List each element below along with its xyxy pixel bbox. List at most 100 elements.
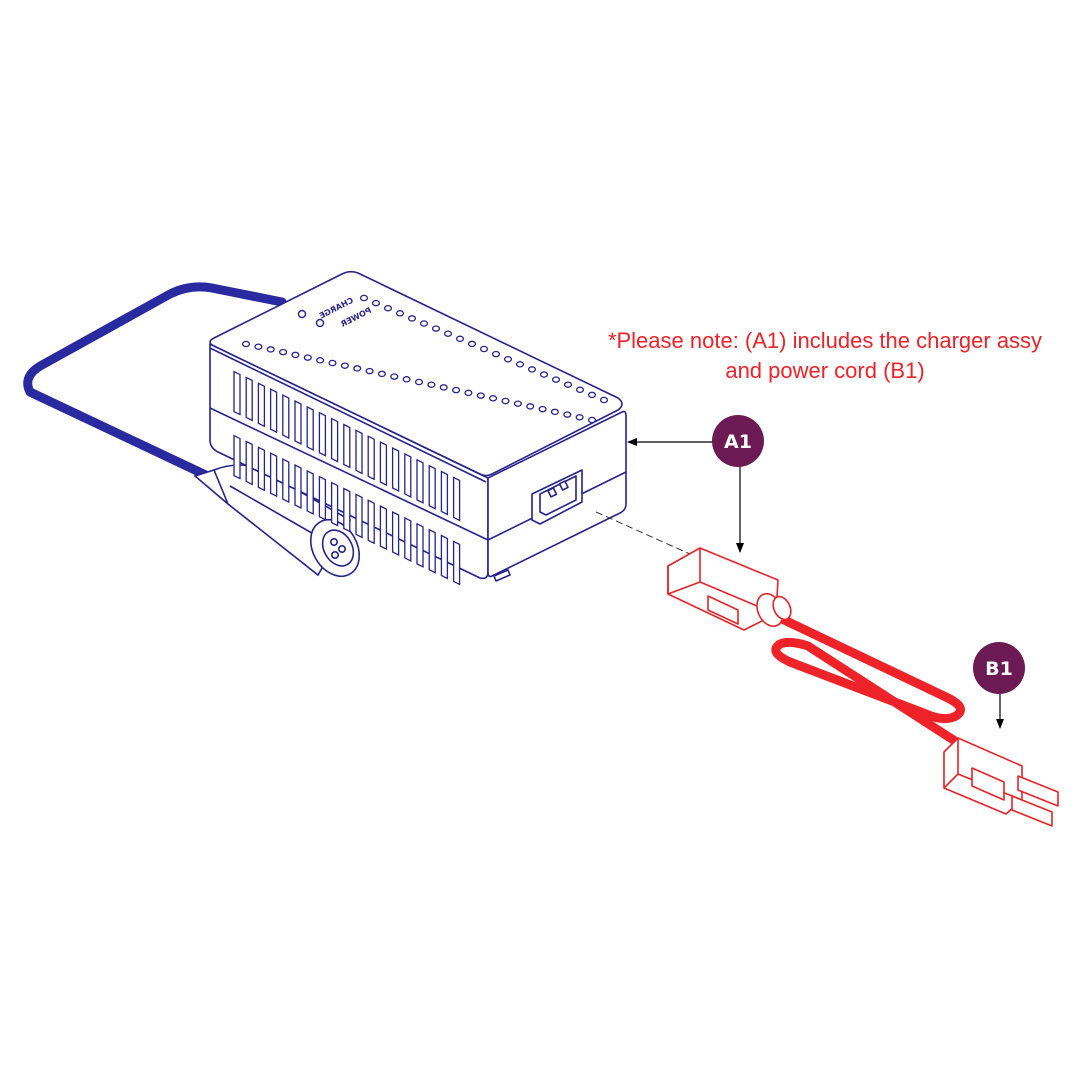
side-vent-slots [233,370,461,586]
vent-dot [365,367,374,375]
vent-slot [367,435,375,481]
vent-dot [575,386,585,394]
vent-slot [282,458,290,504]
vent-slot [428,464,436,510]
vent-dot [551,376,561,383]
note-line-1: *Please note: (A1) includes the charger … [607,328,1043,353]
vent-dot [241,340,251,348]
vent-dot [526,403,535,410]
vent-slot [404,452,412,498]
vent-slot [269,388,278,434]
vent-dot [371,299,381,307]
vent-slot [379,505,388,551]
leader-lines [627,438,1004,729]
vent-dot [303,354,312,361]
vent-dot [443,330,453,337]
vent-dot [402,376,411,383]
vent-dot [538,405,547,413]
vent-slot [294,463,302,510]
vent-dot [452,386,461,394]
power-led [315,318,325,328]
vent-slot [440,534,449,580]
vent-slot [391,510,400,557]
vent-slot [452,540,461,586]
vent-dot [464,389,473,397]
assembly-dashed-line [595,511,691,555]
vent-slot [355,429,363,475]
vent-dot [353,365,362,372]
vent-dot [539,371,549,378]
vent-dot [407,315,417,322]
callout-a1-badge [712,415,764,467]
vent-slot [330,417,339,463]
vent-slot [269,452,278,498]
xlr-connector [193,464,361,578]
vent-dot [395,310,405,317]
vent-dot [455,335,465,343]
vent-dot [575,414,584,421]
callout-b1-label: B1 [985,658,1013,680]
vent-slot [306,469,314,515]
vent-slot [367,499,375,545]
vent-dot [513,400,522,407]
vent-slot [318,475,327,521]
power-cord-cable [771,613,977,757]
vent-slot [245,376,253,422]
callout-a1-label: A1 [724,431,752,453]
vent-slot [440,470,449,516]
top-vent-dots [241,294,609,424]
vent-dot [489,395,498,402]
vent-dot [359,294,369,302]
vent-slot [416,458,424,504]
vent-slot [404,516,412,562]
vent-dot [515,361,525,368]
vent-slot [355,493,363,539]
vent-dot [587,416,597,424]
vent-dot [527,366,537,373]
vent-slot [257,446,266,492]
vent-dot [563,411,572,418]
vent-dot [279,348,288,356]
vent-slot [318,411,327,457]
vent-dot [427,381,436,388]
vent-slot [343,423,351,469]
vent-slot [245,440,253,486]
vent-dot [377,370,386,378]
vent-dot [414,378,424,386]
vent-dot [467,340,477,348]
vent-dot [340,362,349,369]
iec-cord-connector [667,547,792,631]
vent-dot [476,392,485,399]
vent-dot [599,396,609,404]
vent-dot [266,346,275,353]
vent-slot [343,487,351,533]
note-line-2: and power cord (B1) [725,358,925,383]
callout-b1: B1 [973,642,1025,694]
vent-dot [587,391,597,399]
vent-dot [550,408,559,416]
vent-slot [428,528,436,574]
ac-inlet-socket [531,469,583,525]
vent-dot [328,359,337,367]
vent-slot [416,522,424,568]
charge-led [297,309,307,319]
vent-slot [257,382,266,428]
wall-plug [943,737,1059,827]
vent-dot [383,304,393,312]
vent-slot [233,370,241,416]
vent-slot [282,394,290,440]
callout-b1-badge [973,642,1025,694]
note-text: *Please note: (A1) includes the charger … [560,326,1080,386]
charger-output-cable [23,282,287,483]
callout-a1: A1 [712,415,764,467]
vent-dot [563,381,573,388]
vent-dot [491,350,501,358]
vent-dot [291,351,300,359]
vent-dot [431,325,441,332]
vent-slot [452,476,461,522]
vent-slot [233,434,241,480]
vent-dot [503,355,513,363]
vent-dot [254,343,263,350]
